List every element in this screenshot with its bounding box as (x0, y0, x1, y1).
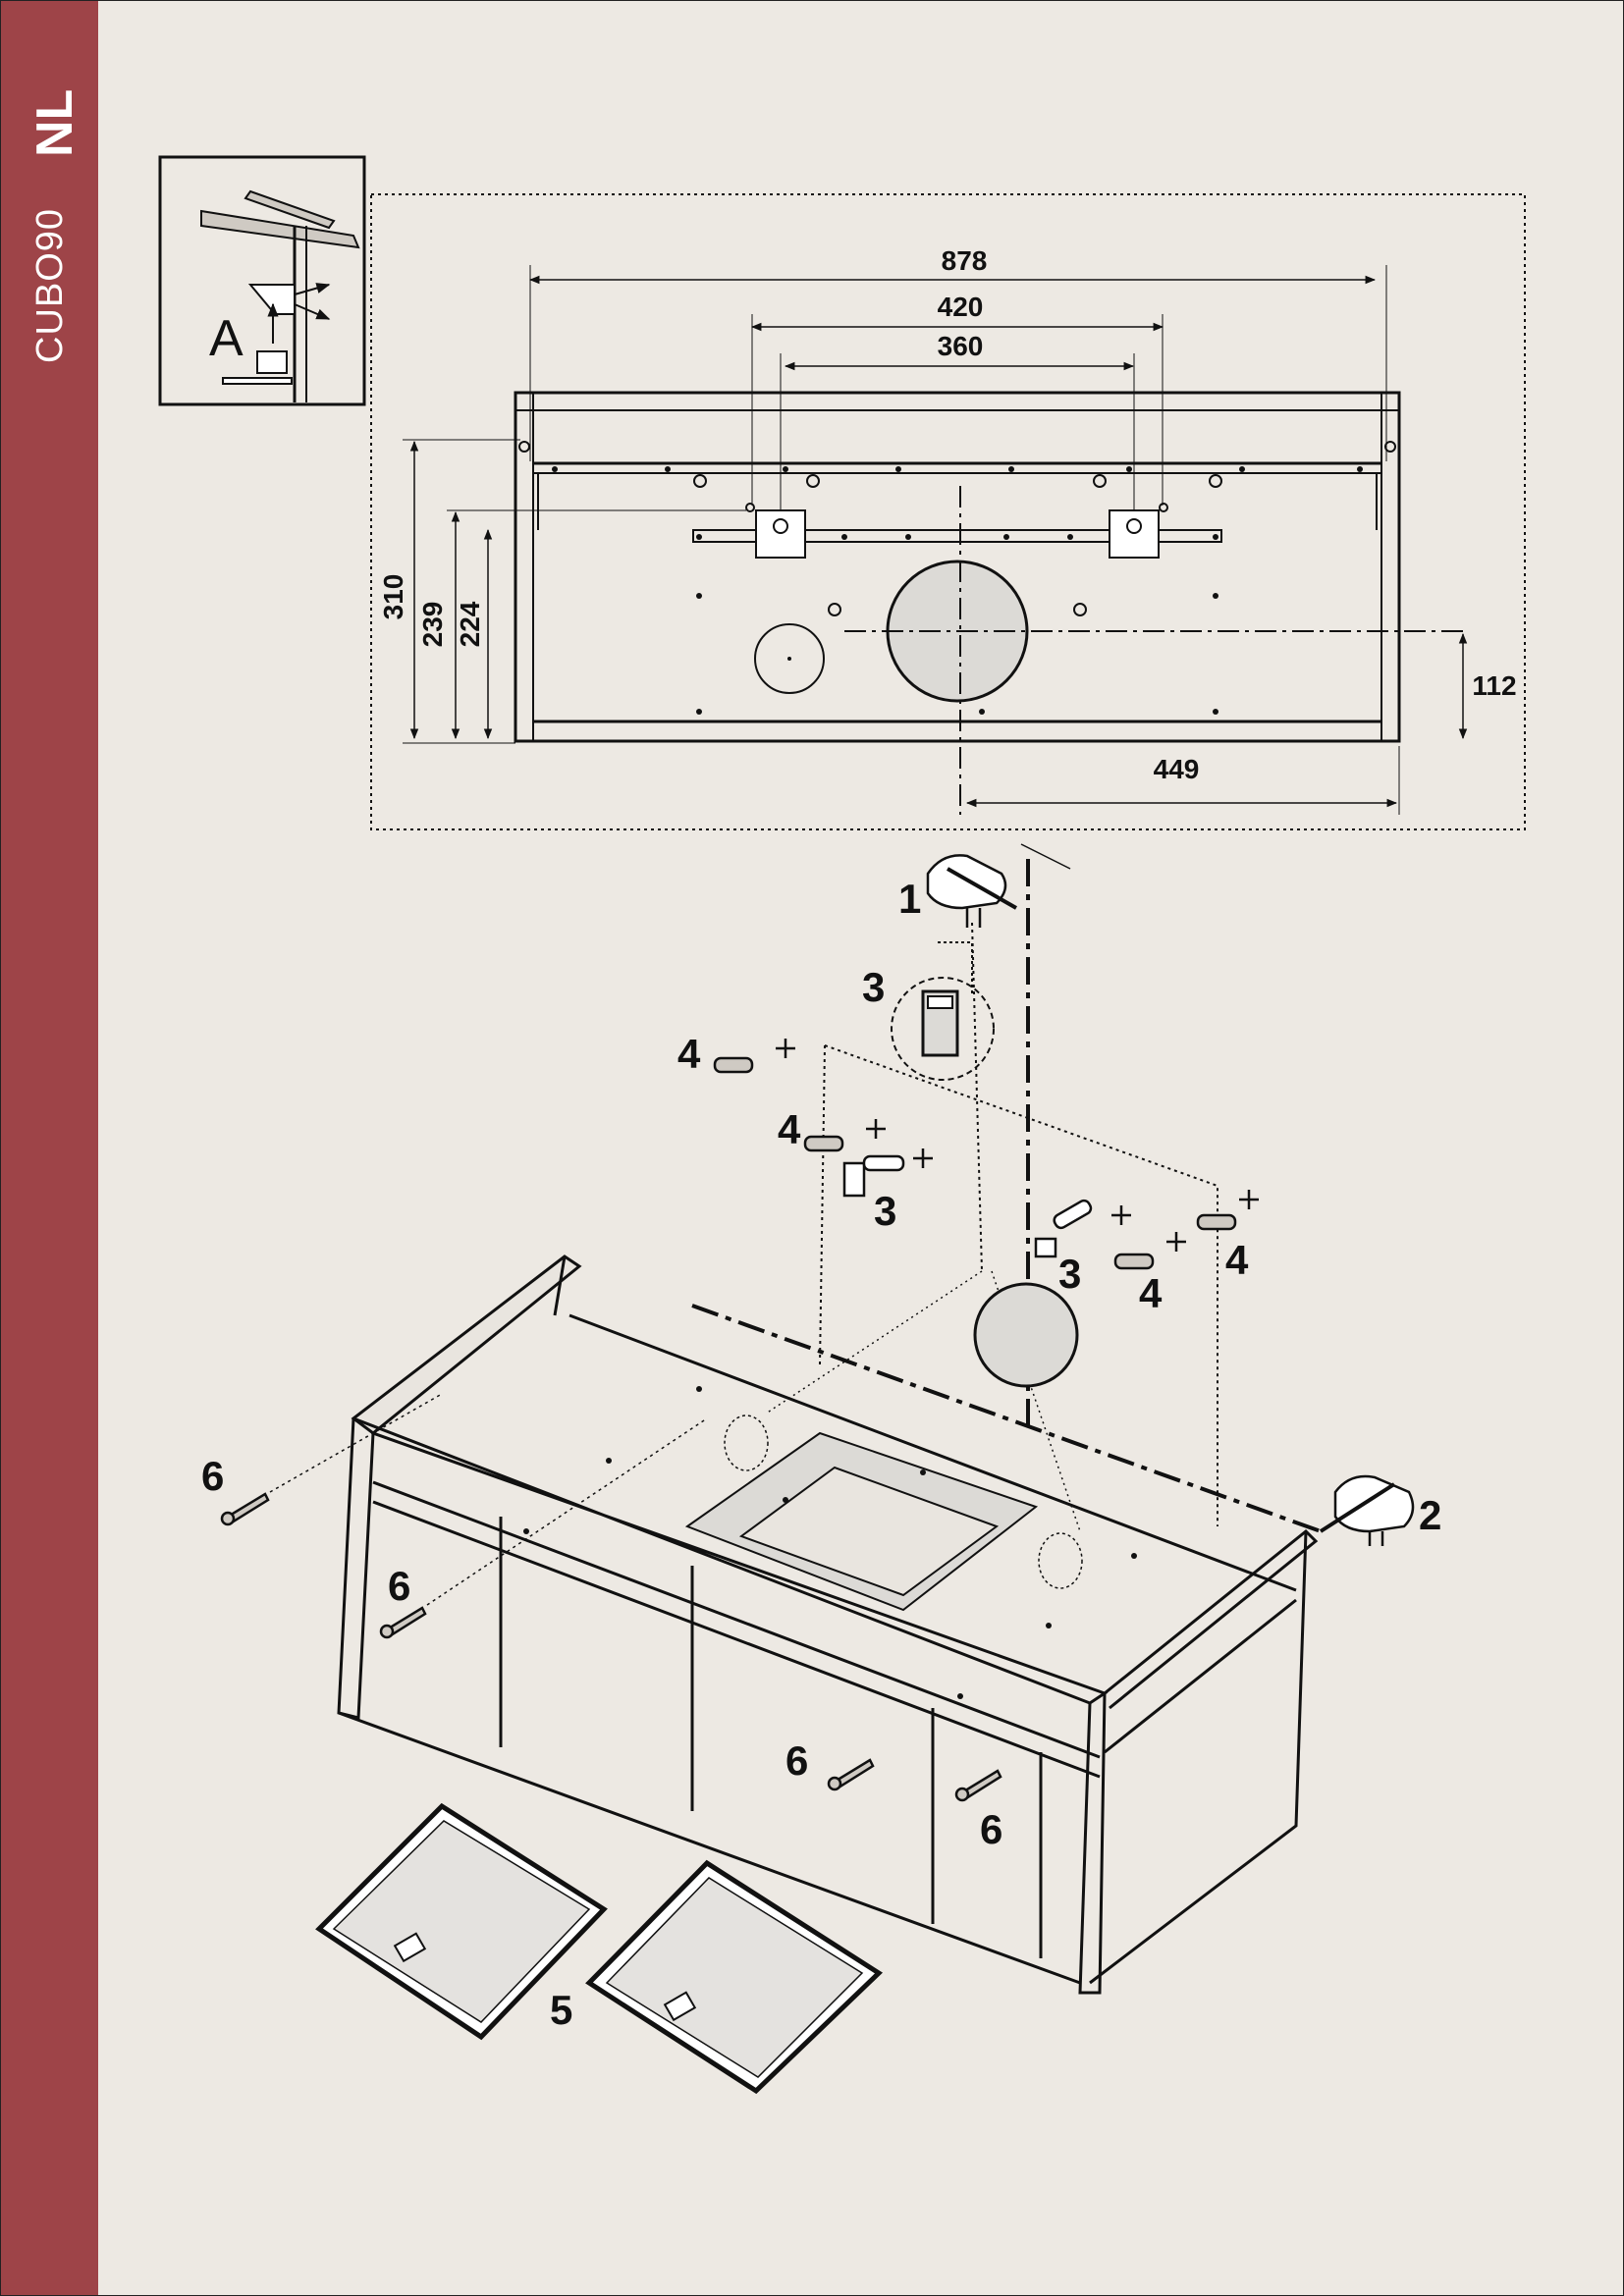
dim-width-420: 420 (938, 292, 984, 322)
dim-height-112: 112 (1472, 670, 1516, 701)
callout-6-left-mid: 6 (388, 1563, 410, 1609)
dim-width-878: 878 (942, 245, 988, 276)
dim-width-360: 360 (938, 331, 984, 361)
callout-5: 5 (550, 1987, 572, 2033)
grease-filter-icon (315, 1802, 884, 2095)
callout-4-top-left: 4 (677, 1031, 701, 1077)
callout-4-right-b: 4 (1225, 1237, 1249, 1283)
callout-3-left: 3 (874, 1188, 896, 1234)
hood-frame (337, 1255, 1319, 1995)
dim-height-239: 239 (417, 602, 448, 648)
bracket-icon (921, 941, 973, 1057)
top-view-drawing: 878 420 360 449 112 310 239 224 (370, 193, 1526, 830)
callout-6-left-top: 6 (201, 1453, 224, 1499)
hand-pencil-icon (926, 854, 1017, 928)
hand-pencil-icon (1319, 1474, 1415, 1546)
inset-figure: A (158, 155, 366, 406)
callout-6-front: 6 (785, 1737, 808, 1784)
callout-2: 2 (1419, 1492, 1441, 1538)
inset-label: A (209, 310, 244, 367)
callout-3-top: 3 (862, 964, 885, 1010)
callout-3-right: 3 (1058, 1251, 1081, 1297)
callout-6-front-right: 6 (980, 1806, 1002, 1852)
dim-width-449: 449 (1154, 754, 1200, 784)
callout-4-left: 4 (778, 1106, 801, 1152)
bracket-icon (842, 1154, 1093, 1258)
wall-plug-icon (713, 1039, 1259, 1270)
callout-1: 1 (898, 876, 921, 922)
dim-height-224: 224 (455, 601, 485, 647)
callout-4-right-a: 4 (1139, 1270, 1163, 1316)
side-band: NL CUBO90 (0, 0, 98, 2296)
dim-height-310: 310 (378, 574, 408, 620)
exploded-assembly-view: 1 2 3 3 3 4 4 4 4 5 6 6 6 6 (201, 843, 1441, 2095)
screw-icon (220, 1492, 1002, 1802)
